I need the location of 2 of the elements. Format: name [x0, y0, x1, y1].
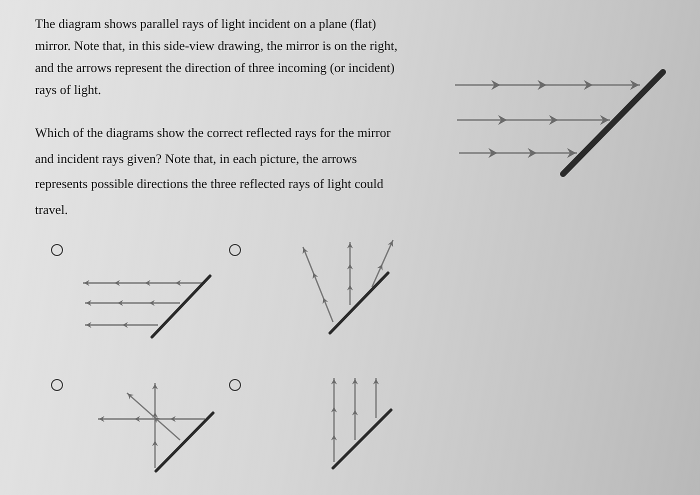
question-text: Which of the diagrams show the correct reflected rays for the mirror and incident rays given? Note that, in each picture, the arrows represents possible directions the three reflected rays of light could travel.	[35, 124, 392, 218]
question-text: The diagram shows parallel rays of light incident on a plane (flat) mirror. Note that, in this side-view drawing, the mirror is on the right, and the arrows represent the direction of three incoming (or incident) rays of light.	[35, 15, 398, 99]
